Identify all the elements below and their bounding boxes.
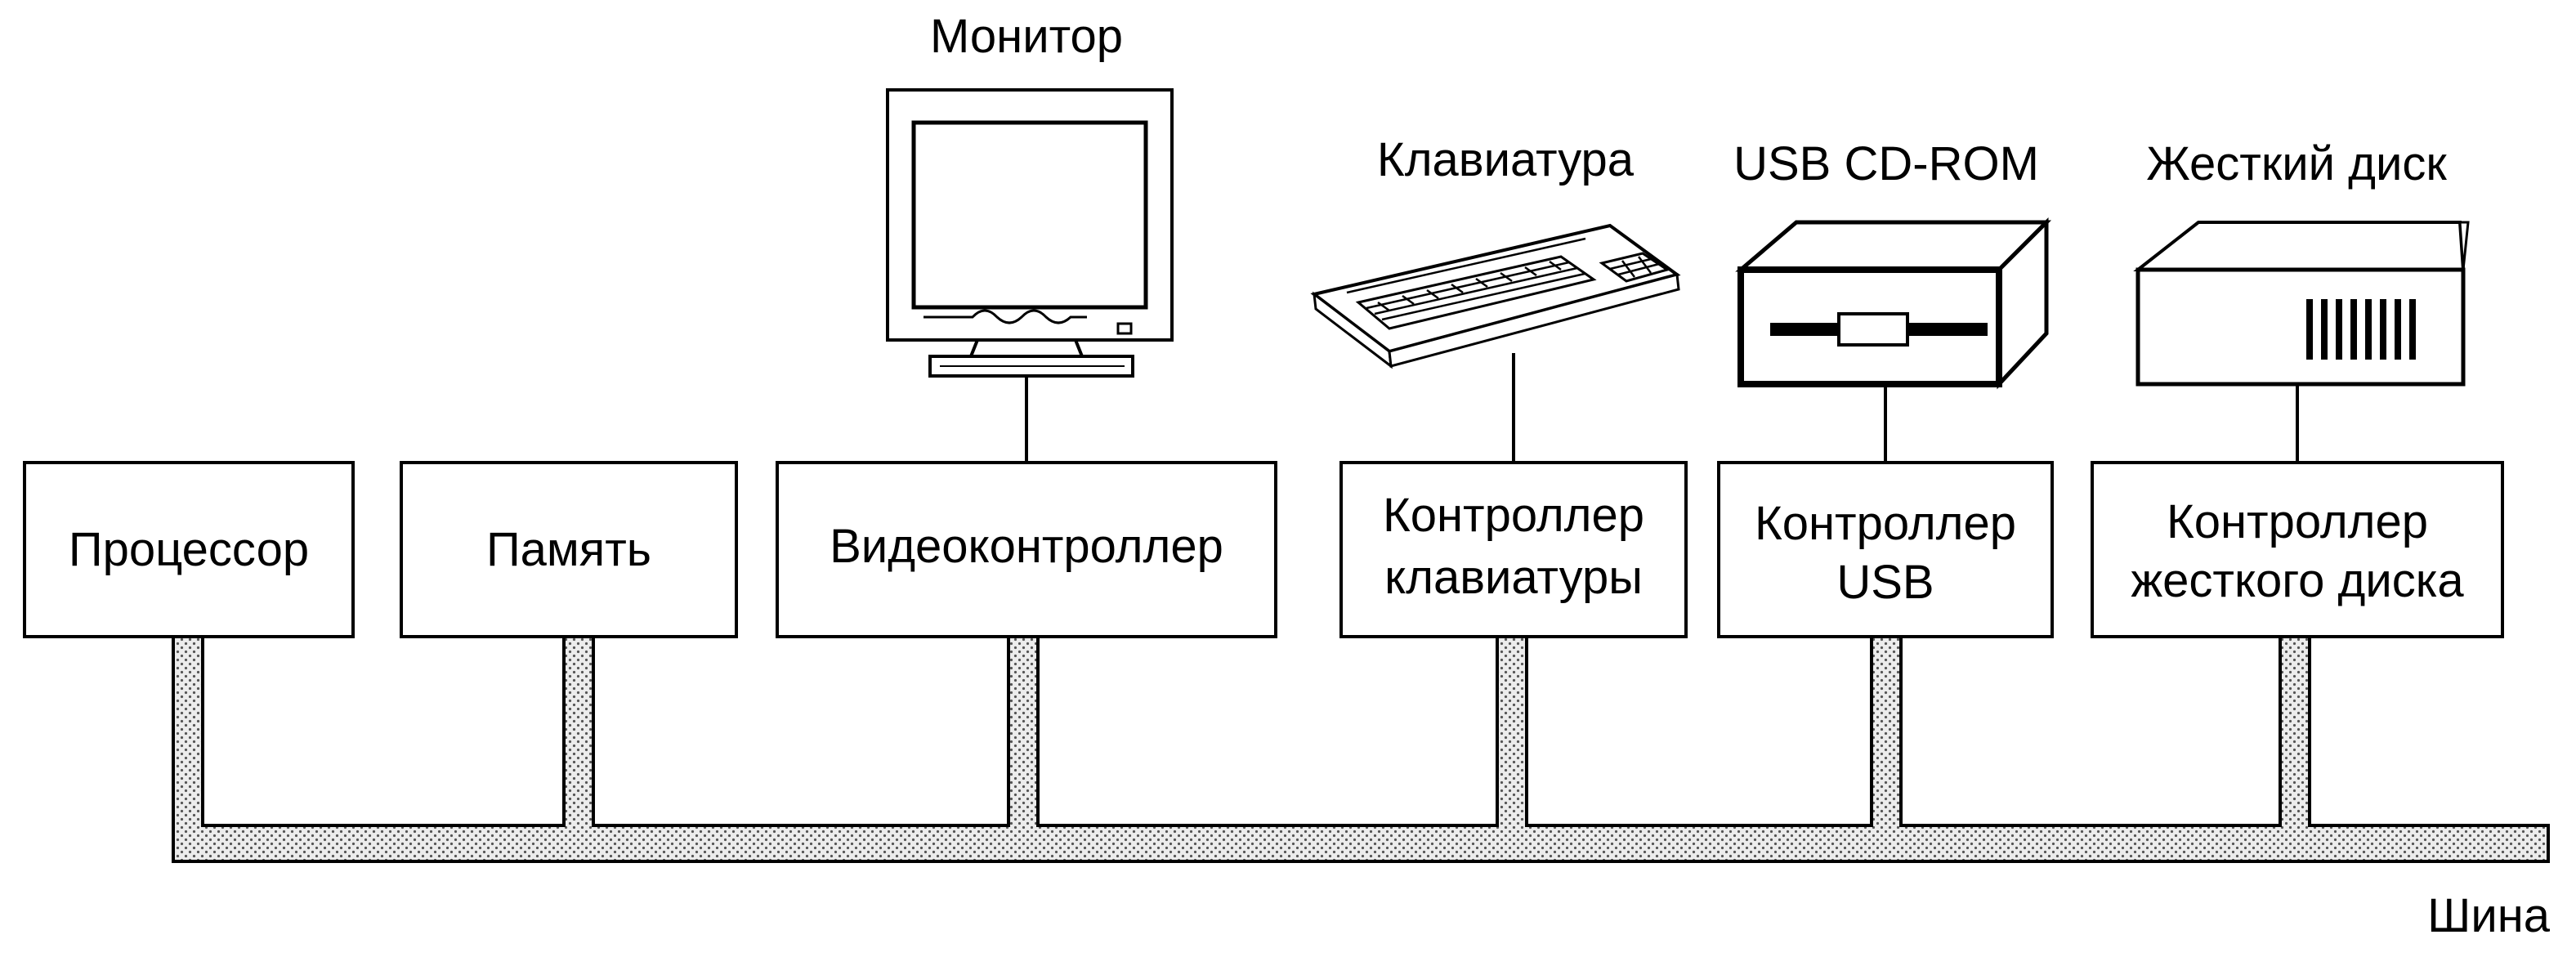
system-bus	[172, 635, 2550, 863]
usb-controller-label-line2: USB	[1836, 556, 1934, 609]
disk-controller-label-line2: жесткого диска	[2131, 554, 2464, 607]
monitor-label: Монитор	[930, 10, 1123, 63]
keyboard-controller-box: Контроллер клавиатуры	[1339, 461, 1688, 638]
video-controller-box: Видеоконтроллер	[776, 461, 1277, 638]
keyboard-controller-label-line2: клавиатуры	[1384, 551, 1643, 604]
device-connectors	[1025, 353, 2299, 463]
hard-disk-icon	[2133, 221, 2470, 387]
video-controller-label: Видеоконтроллер	[830, 520, 1223, 573]
bus-label: Шина	[2427, 889, 2551, 942]
disk-controller-label-line1: Контроллер	[2167, 495, 2428, 548]
processor-box: Процессор	[23, 461, 355, 638]
memory-box: Память	[400, 461, 738, 638]
monitor-icon	[886, 88, 1174, 378]
cdrom-icon	[1735, 217, 2052, 390]
memory-label: Память	[486, 523, 651, 576]
processor-label: Процессор	[69, 523, 309, 576]
cdrom-label: USB CD-ROM	[1733, 137, 2039, 190]
disk-label: Жесткий диск	[2146, 137, 2447, 190]
usb-controller-label-line1: Контроллер	[1755, 497, 2016, 550]
bus-shape	[172, 635, 2550, 863]
usb-controller-box: Контроллер USB	[1717, 461, 2054, 638]
keyboard-icon	[1310, 223, 1681, 369]
keyboard-label: Клавиатура	[1377, 133, 1635, 186]
disk-controller-box: Контроллер жесткого диска	[2091, 461, 2504, 638]
keyboard-controller-label-line1: Контроллер	[1383, 489, 1644, 542]
